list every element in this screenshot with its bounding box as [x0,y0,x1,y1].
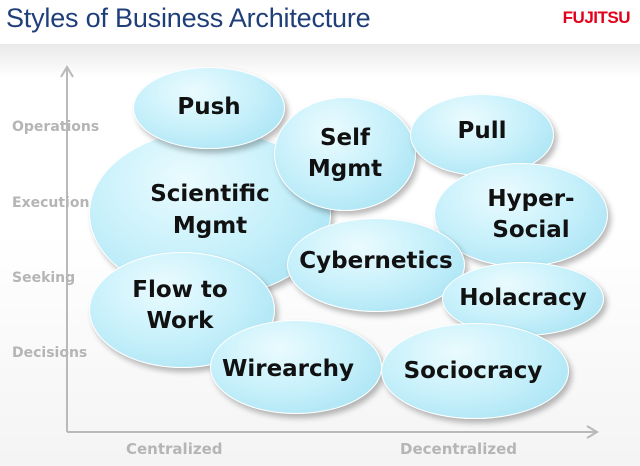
y-label-seeking: Seeking [12,270,76,286]
title-underline [0,44,640,78]
bubble-wirearchy: Wirearchy [210,320,382,414]
x-label-decentralized: Decentralized [400,440,517,458]
y-axis-arrowhead [60,65,74,78]
bubble-self-mgmt: Self Mgmt [274,97,416,211]
x-label-centralized: Centralized [126,440,223,458]
slide-title: Styles of Business Architecture [6,3,371,33]
y-label-decisions: Decisions [12,345,88,361]
x-axis-arrowhead [586,425,599,439]
fujitsu-logo: FUJITSU [562,8,631,27]
y-label-operations: Operations [12,119,100,135]
bubble-hyper-social: Hyper- Social [434,163,608,267]
bubble-push: Push [133,67,285,149]
y-label-execution: Execution [12,195,90,211]
bubble-pull: Pull [410,94,554,176]
bubble-sociocracy: Sociocracy [381,323,569,419]
bubble-cybernetics: Cybernetics [287,218,465,312]
bubble-flow-to-work: Flow to Work [89,252,275,368]
